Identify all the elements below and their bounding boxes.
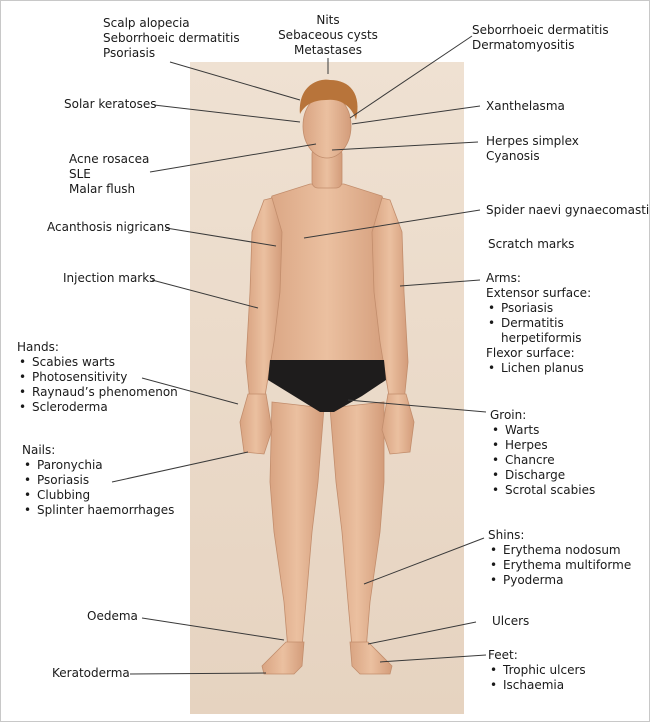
label-face-left: Acne rosacea SLE Malar flush bbox=[69, 152, 149, 197]
list-shins: Erythema nodosum Erythema multiforme Pyo… bbox=[488, 543, 631, 588]
leader-arms bbox=[399, 279, 481, 287]
leader-injection bbox=[151, 279, 259, 309]
list-item: Chancre bbox=[490, 453, 595, 468]
label-shins: Shins: Erythema nodosum Erythema multifo… bbox=[488, 528, 631, 588]
list-item: Erythema multiforme bbox=[488, 558, 631, 573]
label-face-left-line-1: Acne rosacea bbox=[69, 152, 150, 166]
label-face-left-line-3: Malar flush bbox=[69, 182, 136, 196]
label-face-upper-right-line-2: Dermatomyositis bbox=[472, 38, 575, 52]
leader-keratoderma bbox=[129, 672, 267, 675]
list-item: Dermatitis herpetiformis bbox=[486, 316, 591, 346]
label-hair: Nits Sebaceous cysts Metastases bbox=[278, 13, 378, 58]
label-oedema: Oedema bbox=[87, 609, 138, 623]
right-foot bbox=[349, 641, 393, 675]
list-arms-extensor: Psoriasis Dermatitis herpetiformis bbox=[486, 301, 591, 346]
label-face-upper-right-line-1: Seborrhoeic dermatitis bbox=[472, 23, 609, 37]
list-item: Paronychia bbox=[22, 458, 174, 473]
body-figure-photo bbox=[190, 62, 464, 714]
label-lips: Herpes simplex Cyanosis bbox=[486, 134, 579, 164]
hair bbox=[299, 79, 358, 120]
label-scratch-marks: Scratch marks bbox=[488, 237, 575, 251]
label-scalp-line-1: Scalp alopecia bbox=[103, 16, 190, 30]
list-item: Erythema nodosum bbox=[488, 543, 631, 558]
leader-xanthelasma bbox=[351, 105, 481, 125]
label-hands-title: Hands: bbox=[17, 340, 59, 354]
label-arms-flexor-title: Flexor surface: bbox=[486, 346, 575, 360]
list-item: Herpes bbox=[490, 438, 595, 453]
label-groin-title: Groin: bbox=[490, 408, 527, 422]
leader-lips bbox=[331, 141, 479, 151]
label-groin: Groin: Warts Herpes Chancre Discharge Sc… bbox=[490, 408, 595, 498]
label-feet-title: Feet: bbox=[488, 648, 518, 662]
leader-acanthosis bbox=[165, 227, 277, 247]
list-arms-flexor: Lichen planus bbox=[486, 361, 591, 376]
list-item: Raynaud’s phenomenon bbox=[17, 385, 178, 400]
label-arms-title: Arms: bbox=[486, 271, 521, 285]
label-lips-line-1: Herpes simplex bbox=[486, 134, 579, 148]
list-item: Clubbing bbox=[22, 488, 174, 503]
leader-solar bbox=[153, 104, 301, 123]
list-item: Lichen planus bbox=[486, 361, 591, 376]
label-ulcers: Ulcers bbox=[492, 614, 530, 628]
list-item: Scleroderma bbox=[17, 400, 178, 415]
label-scalp-line-2: Seborrhoeic dermatitis bbox=[103, 31, 240, 45]
list-nails: Paronychia Psoriasis Clubbing Splinter h… bbox=[22, 458, 174, 518]
label-hair-line-3: Metastases bbox=[294, 43, 362, 57]
label-solar-keratoses: Solar keratoses bbox=[64, 97, 157, 111]
left-hand bbox=[239, 393, 273, 455]
leader-ulcers bbox=[367, 621, 477, 645]
label-spider-naevi: Spider naevi gynaecomastia bbox=[486, 203, 650, 217]
leader-spider bbox=[303, 209, 481, 239]
list-item: Discharge bbox=[490, 468, 595, 483]
list-feet: Trophic ulcers Ischaemia bbox=[488, 663, 586, 693]
label-hands: Hands: Scabies warts Photosensitivity Ra… bbox=[17, 340, 178, 415]
label-keratoderma: Keratoderma bbox=[52, 666, 130, 680]
label-feet: Feet: Trophic ulcers Ischaemia bbox=[488, 648, 586, 693]
label-shins-title: Shins: bbox=[488, 528, 525, 542]
label-injection-marks: Injection marks bbox=[63, 271, 156, 285]
label-hair-line-1: Nits bbox=[316, 13, 340, 27]
label-nails: Nails: Paronychia Psoriasis Clubbing Spl… bbox=[22, 443, 174, 518]
left-foot bbox=[261, 641, 305, 675]
label-nails-title: Nails: bbox=[22, 443, 56, 457]
label-arms: Arms: Extensor surface: Psoriasis Dermat… bbox=[486, 271, 591, 376]
label-hair-line-2: Sebaceous cysts bbox=[278, 28, 378, 42]
leader-groin bbox=[347, 399, 487, 413]
leader-shins bbox=[363, 537, 485, 585]
right-hand bbox=[381, 393, 415, 455]
leader-oedema bbox=[141, 617, 285, 641]
label-scalp-line-3: Psoriasis bbox=[103, 46, 156, 60]
list-item: Psoriasis bbox=[486, 301, 591, 316]
list-item: Psoriasis bbox=[22, 473, 174, 488]
list-hands: Scabies warts Photosensitivity Raynaud’s… bbox=[17, 355, 178, 415]
list-item: Scabies warts bbox=[17, 355, 178, 370]
list-item: Warts bbox=[490, 423, 595, 438]
label-scalp: Scalp alopecia Seborrhoeic dermatitis Ps… bbox=[103, 16, 240, 61]
list-item: Ischaemia bbox=[488, 678, 586, 693]
list-item: Splinter haemorrhages bbox=[22, 503, 174, 518]
label-acanthosis: Acanthosis nigricans bbox=[47, 220, 171, 234]
label-lips-line-2: Cyanosis bbox=[486, 149, 540, 163]
swimwear bbox=[268, 360, 386, 412]
label-arms-extensor-title: Extensor surface: bbox=[486, 286, 592, 300]
list-item: Trophic ulcers bbox=[488, 663, 586, 678]
leader-feet bbox=[379, 654, 487, 663]
leader-face-upper-right bbox=[349, 35, 473, 119]
list-item: Pyoderma bbox=[488, 573, 631, 588]
list-groin: Warts Herpes Chancre Discharge Scrotal s… bbox=[490, 423, 595, 498]
leader-scalp bbox=[169, 61, 301, 101]
list-item: Photosensitivity bbox=[17, 370, 178, 385]
list-item: Scrotal scabies bbox=[490, 483, 595, 498]
human-figure bbox=[239, 93, 415, 675]
label-face-left-line-2: SLE bbox=[69, 167, 91, 181]
label-xanthelasma: Xanthelasma bbox=[486, 99, 565, 113]
label-face-upper-right: Seborrhoeic dermatitis Dermatomyositis bbox=[472, 23, 609, 53]
leader-face-left bbox=[149, 143, 317, 173]
